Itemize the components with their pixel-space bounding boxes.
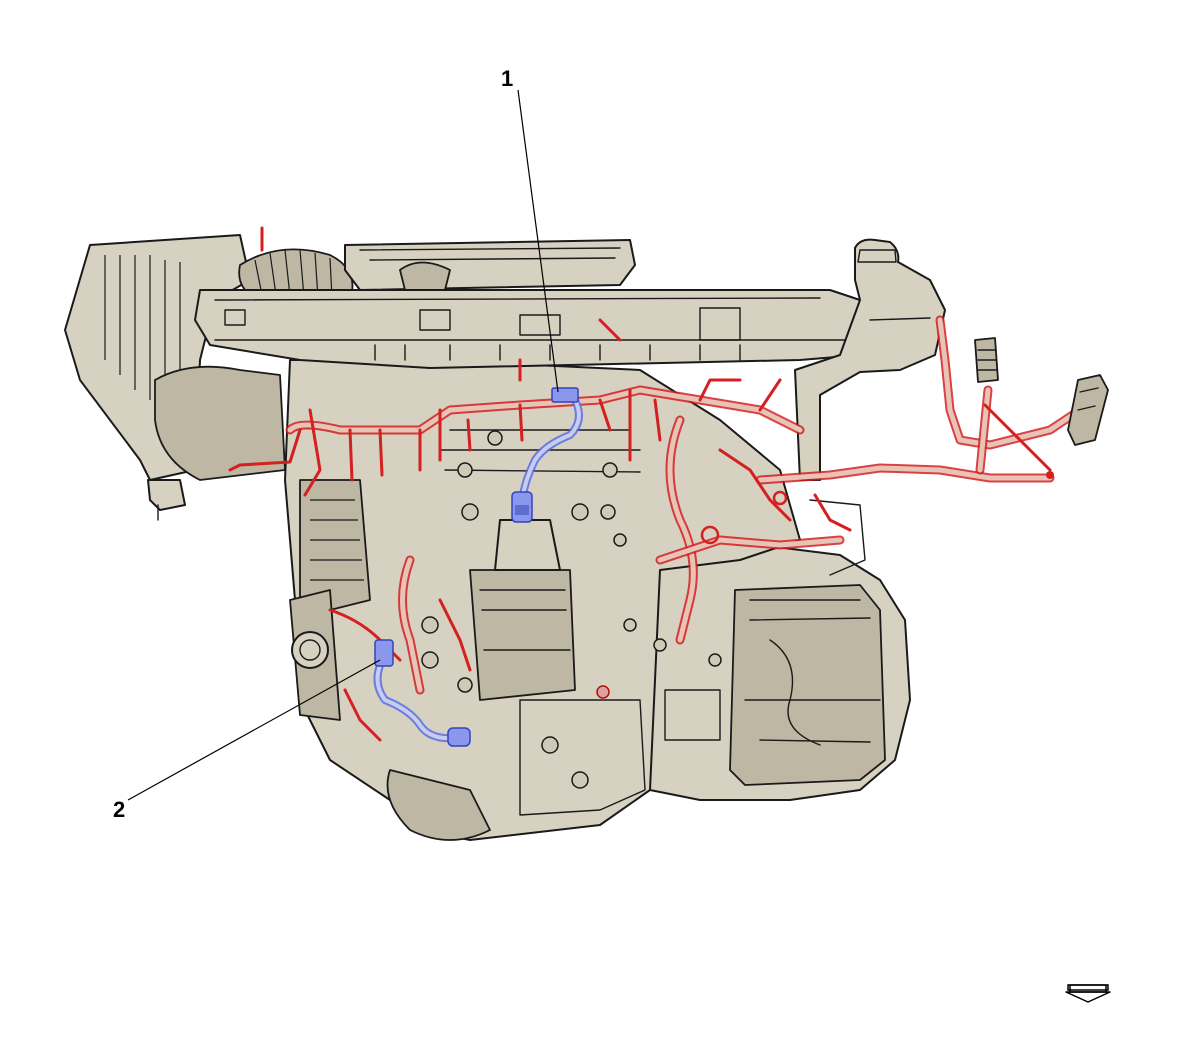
callout-1-leader xyxy=(517,89,559,393)
callout-2: 2 xyxy=(113,659,381,822)
alternator xyxy=(289,589,341,721)
callout-2-leader xyxy=(127,659,381,801)
wiring-harness xyxy=(228,226,1085,742)
callout-1: 1 xyxy=(501,66,559,393)
highlighted-sensor-2 xyxy=(373,639,471,747)
callout-2-label: 2 xyxy=(113,797,125,822)
callout-1-label: 1 xyxy=(501,66,513,91)
transmission-housing xyxy=(639,499,911,801)
harness-connector-right xyxy=(974,337,1109,446)
upper-support-bar xyxy=(194,289,861,369)
front-arrow-icon xyxy=(1065,984,1111,1003)
engine-cover xyxy=(344,239,636,291)
coolant-reservoir xyxy=(794,238,946,481)
